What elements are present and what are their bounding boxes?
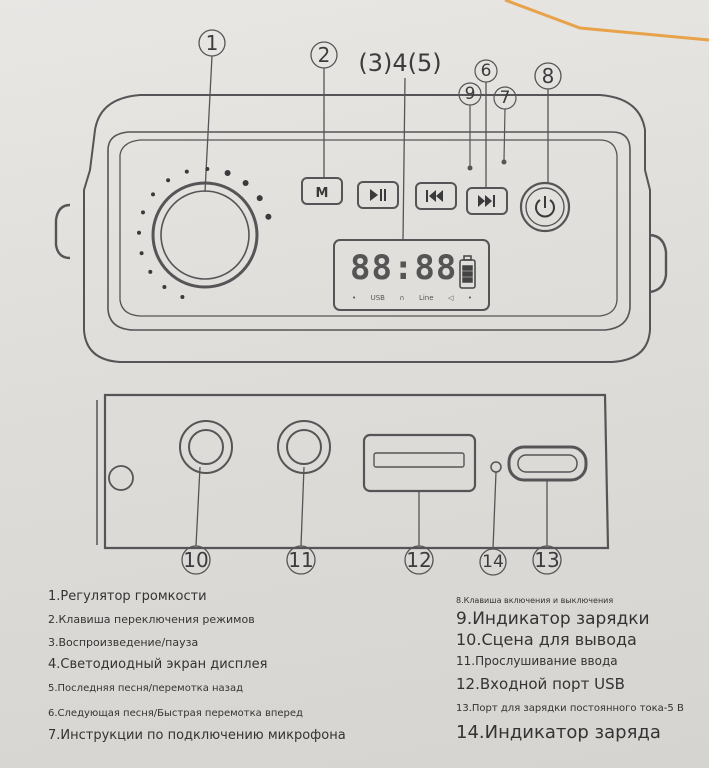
left-handle (54, 203, 71, 260)
jack-11-inner (286, 429, 322, 465)
mode-button (301, 177, 343, 205)
volume-dot (137, 230, 141, 235)
jack-10-outer (179, 420, 233, 474)
volume-dot (180, 295, 185, 299)
legend-item-4: 4.Светодиодный экран дисплея (48, 657, 268, 672)
speaker-inner-panel (119, 139, 618, 317)
play-pause-icon (370, 189, 378, 201)
prev-button (415, 182, 457, 210)
volume-dot (224, 170, 231, 176)
legend-item-6: 6.Следующая песня/Быстрая перемотка впер… (48, 708, 303, 719)
speaker-diagram: M (54, 29, 668, 576)
legend-item-10: 10.Сцена для вывода (456, 630, 637, 649)
volume-dot (265, 213, 272, 220)
speaker-outer-frame (83, 94, 651, 363)
play-pause-button (357, 181, 399, 209)
legend-item-11: 11.Прослушивание ввода (456, 654, 618, 668)
volume-dot (162, 285, 167, 289)
power-button-outer (519, 181, 571, 233)
display-digits: 88:88 (350, 248, 458, 288)
callout-7: 7 (499, 88, 511, 108)
power-button-inner (525, 187, 565, 227)
callout-8: 8 (541, 64, 555, 88)
usb-port (362, 433, 477, 493)
next-button (466, 187, 508, 215)
callout-12: 12 (406, 548, 432, 572)
display-status-icon: Line (418, 294, 434, 302)
callout-13: 13 (534, 548, 560, 572)
volume-dot (151, 192, 155, 197)
legend-item-13: 13.Порт для зарядки постоянного тока-5 В (456, 703, 684, 714)
back-panel-screw (108, 465, 134, 491)
mic-indicator-7 (501, 159, 507, 165)
charge-indicator-9 (467, 165, 473, 171)
prev-icon (426, 190, 428, 202)
usb-port-slot (373, 452, 465, 468)
volume-level-dots (137, 167, 272, 299)
jack-10-inner (188, 429, 224, 465)
volume-knob (151, 181, 259, 289)
right-handle (649, 233, 668, 294)
legend-item-12: 12.Входной порт USB (456, 675, 625, 693)
legend-item-3: 3.Воспроизведение/пауза (48, 636, 199, 649)
volume-dot (148, 269, 153, 274)
legend-item-5: 5.Последняя песня/перемотка назад (48, 683, 244, 694)
callout-10: 10 (183, 548, 209, 572)
led-display (333, 239, 490, 311)
jack-11-outer (277, 420, 331, 474)
page-edge-line (504, 0, 709, 42)
display-status-icon: ∩ (399, 294, 405, 302)
display-status-icon: USB (370, 294, 385, 302)
callout-3-4-5: (3)4(5) (358, 49, 442, 77)
legend-item-9: 9.Индикатор зарядки (456, 609, 650, 629)
volume-knob-inner (160, 190, 250, 280)
callout-9: 9 (464, 84, 476, 104)
legend-item-8: 8.Клавиша включения и выключения (456, 596, 614, 605)
callout-2: 2 (317, 43, 331, 67)
usb-c-port-inner (517, 454, 578, 473)
speaker-inner-frame (107, 131, 631, 331)
volume-dot (256, 195, 263, 202)
power-icon (535, 199, 555, 218)
display-status-icon: • (352, 294, 357, 302)
legend-item-2: 2.Клавиша переключения режимов (48, 613, 255, 626)
volume-dot (205, 167, 210, 171)
volume-dot (141, 210, 145, 215)
callout-14: 14 (482, 552, 504, 572)
back-panel (103, 393, 610, 550)
callout-1: 1 (205, 31, 219, 55)
volume-dot (166, 178, 171, 183)
charge-led-14 (490, 461, 502, 473)
callout-6: 6 (480, 61, 492, 81)
battery-icon (459, 255, 476, 289)
display-status-icon: ◁ (447, 294, 454, 302)
legend-item-14: 14.Индикатор заряда (456, 722, 661, 743)
volume-dot (184, 169, 189, 174)
callout-11: 11 (288, 548, 314, 572)
legend-item-1: 1.Регулятор громкости (48, 589, 207, 604)
volume-dot (139, 251, 144, 256)
legend-item-7: 7.Инструкции по подключению микрофона (48, 728, 346, 743)
usb-c-port (507, 445, 588, 482)
next-icon (478, 195, 485, 207)
display-status-icon: • (467, 294, 472, 302)
display-status-icons: • USB ∩ Line ◁ • (352, 294, 472, 302)
volume-dot (242, 180, 249, 186)
mode-icon: M (316, 186, 329, 201)
